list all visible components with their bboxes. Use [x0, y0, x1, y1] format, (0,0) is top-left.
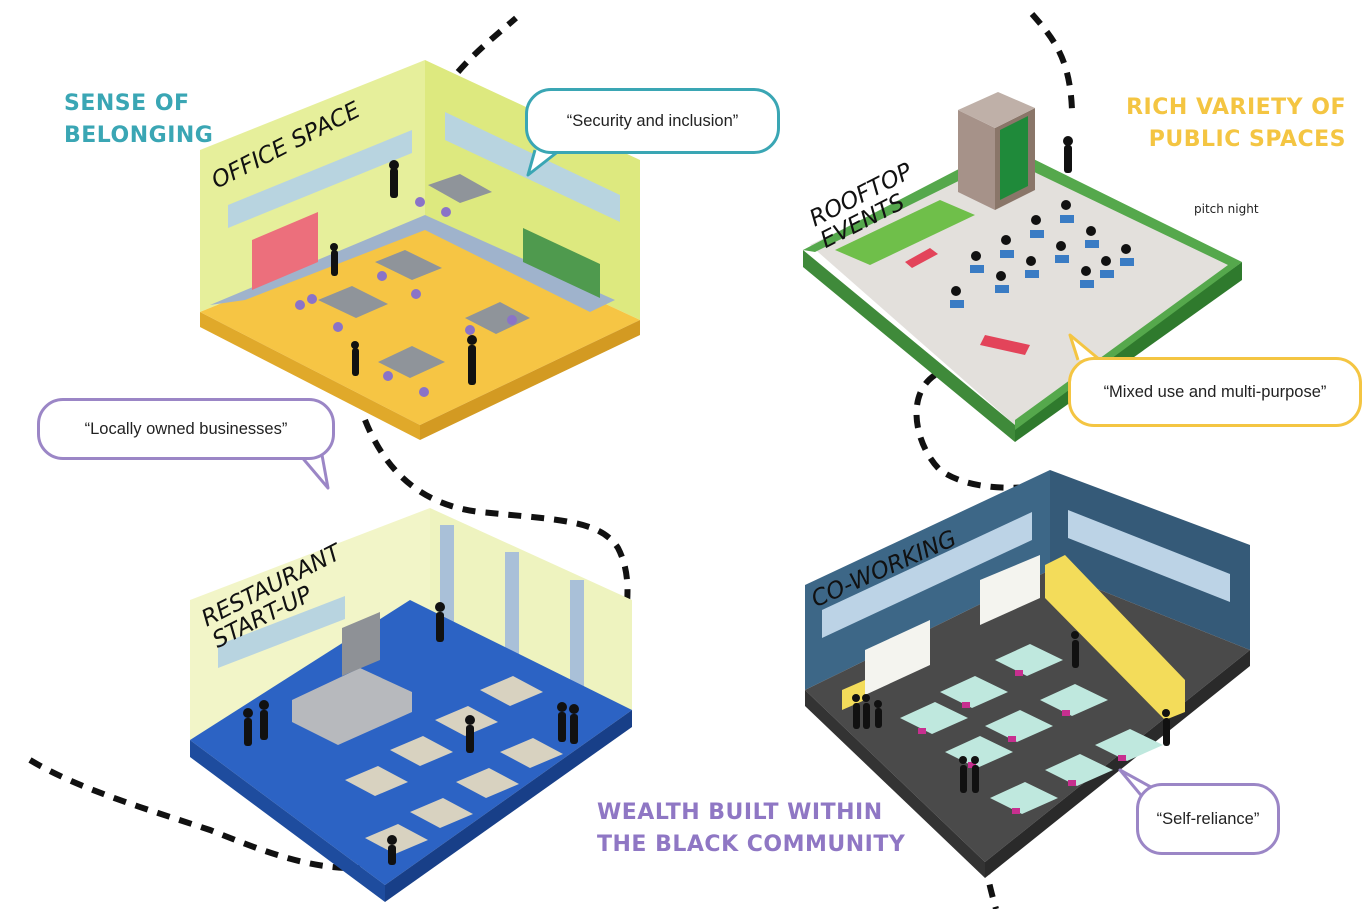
restaurant-kitchen-counter — [292, 668, 412, 745]
office-desk-1 — [375, 250, 442, 280]
restaurant-bubble-tail — [298, 454, 330, 490]
office-desk-5 — [428, 174, 492, 203]
heading-belonging-line-1: SENSE OF — [64, 91, 190, 116]
rooftop-seats — [950, 215, 1134, 308]
coworking-room — [805, 470, 1250, 878]
coworking-bench — [1045, 555, 1185, 720]
restaurant-room — [190, 508, 632, 902]
coworking-window-left — [822, 512, 1032, 638]
office-walkway — [210, 215, 615, 312]
office-window-left — [228, 130, 412, 228]
office-partition — [252, 212, 318, 290]
office-quote-bubble: “Security and inclusion” — [525, 88, 780, 154]
coworking-shelf-2 — [980, 555, 1040, 625]
rooftop-kiosk-top — [958, 92, 1035, 128]
office-floor-edge-right — [420, 320, 640, 440]
restaurant-floor-edge-right — [385, 710, 632, 902]
office-desk-4 — [378, 346, 445, 378]
office-people — [330, 160, 477, 385]
rooftop-kiosk-front — [958, 110, 995, 210]
office-cabinet — [523, 228, 600, 298]
rooftop-kiosk-door — [1000, 116, 1028, 200]
office-chairs — [295, 197, 517, 397]
restaurant-window — [218, 596, 345, 668]
rooftop-bubble-tail — [1068, 333, 1101, 362]
rooftop-parapet-left — [803, 250, 1015, 442]
rooftop-table-2 — [980, 335, 1030, 355]
heading-wealth-line-1: WEALTH BUILT WITHIN — [597, 800, 883, 825]
office-desk-2 — [318, 286, 388, 318]
office-floor-edge-left — [200, 312, 420, 440]
rooftop-people — [951, 136, 1131, 296]
rooftop-planter — [835, 200, 975, 265]
restaurant-kitchen-hood — [342, 612, 380, 676]
heading-wealth-line-2: THE BLACK COMMUNITY — [597, 832, 906, 857]
restaurant-floor-edge-left — [190, 740, 385, 902]
pitch-night-note: pitch night — [1194, 202, 1259, 216]
rooftop-table-1 — [905, 248, 938, 268]
coworking-quote-bubble: “Self-reliance” — [1136, 783, 1280, 855]
office-back-wall-right — [425, 60, 640, 320]
restaurant-stripe-3 — [570, 580, 584, 700]
coworking-shelf-1 — [865, 620, 930, 695]
heading-sense-of-belonging: SENSE OF BELONGING — [64, 88, 213, 152]
rooftop-rim — [803, 145, 1242, 430]
office-space-room — [200, 60, 640, 440]
office-desk-3 — [465, 302, 530, 334]
heading-wealth-built: WEALTH BUILT WITHIN THE BLACK COMMUNITY — [597, 797, 905, 861]
rooftop-quote-bubble: “Mixed use and multi-purpose” — [1068, 357, 1362, 427]
restaurant-quote-bubble: “Locally owned businesses” — [37, 398, 335, 460]
coworking-floor-edge-left — [805, 690, 985, 878]
coworking-chairs — [918, 670, 1126, 814]
restaurant-stripe-2 — [505, 552, 519, 672]
heading-rich-variety: RICH VARIETY OF PUBLIC SPACES — [1126, 92, 1346, 156]
restaurant-people — [243, 602, 579, 865]
heading-rich-line-2: PUBLIC SPACES — [1148, 127, 1346, 152]
coworking-people — [852, 631, 1170, 793]
office-bubble-tail — [526, 148, 561, 177]
coworking-window-right — [1068, 510, 1230, 602]
heading-belonging-line-2: BELONGING — [64, 123, 214, 148]
heading-rich-line-1: RICH VARIETY OF — [1126, 95, 1346, 120]
coworking-desks — [900, 644, 1163, 814]
